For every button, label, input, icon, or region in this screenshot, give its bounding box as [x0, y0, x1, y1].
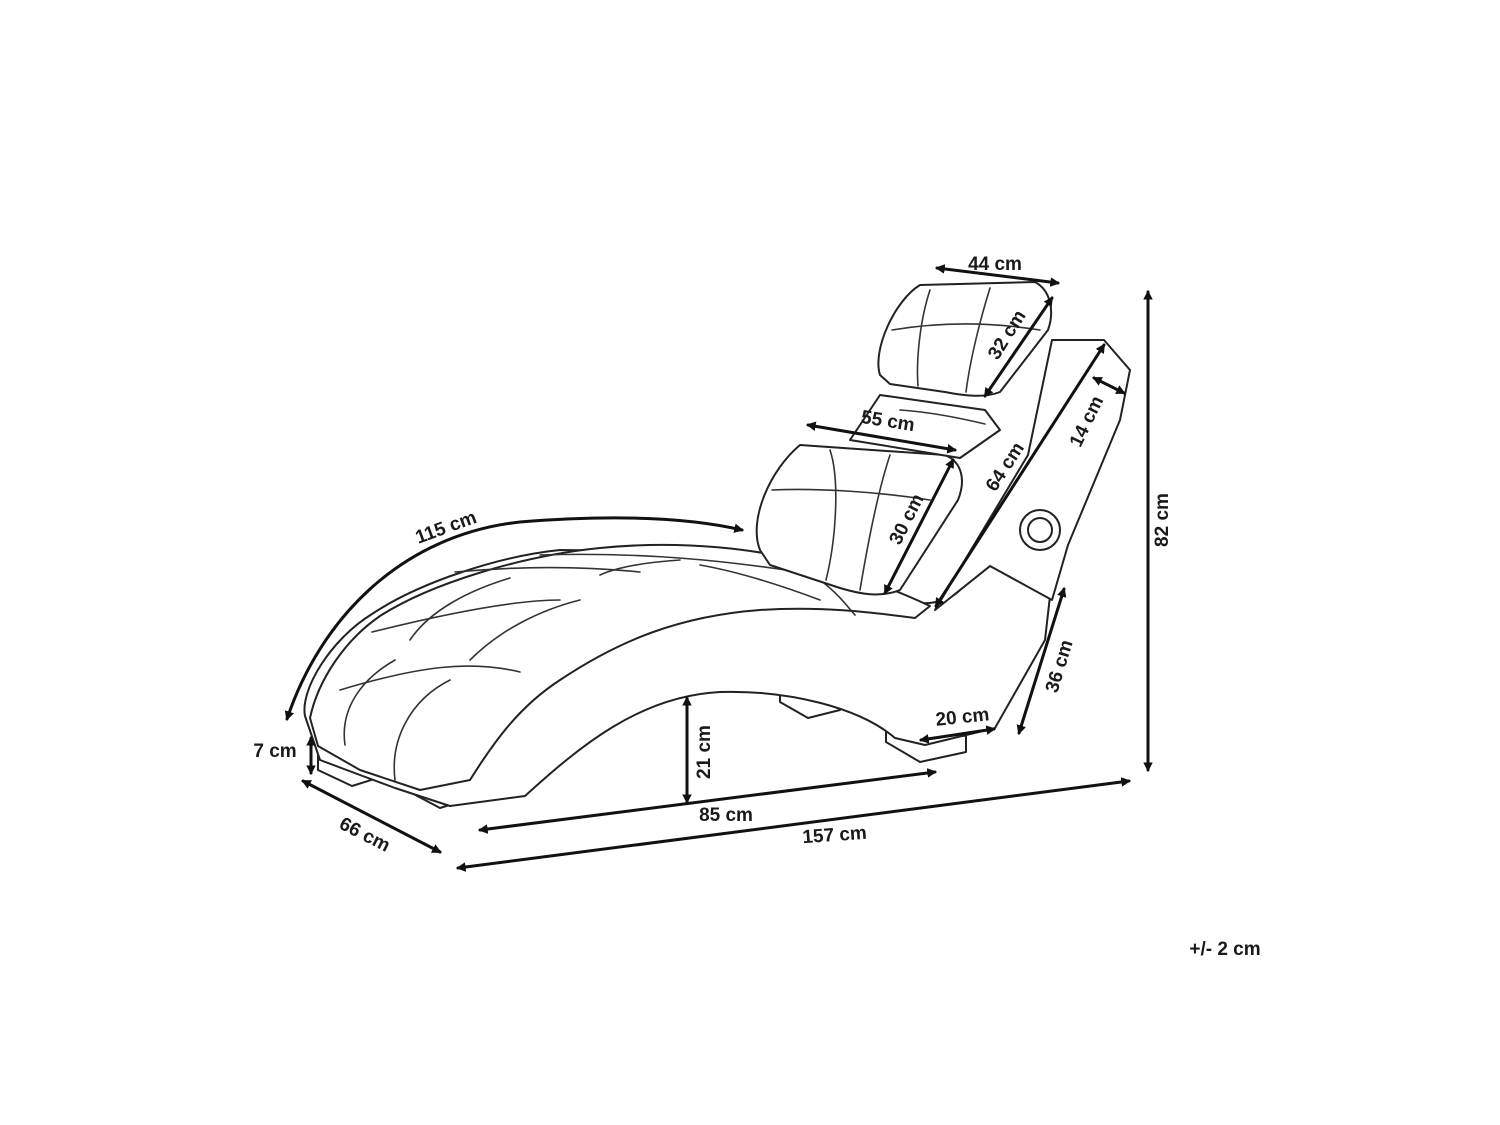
dimension-arrows [284, 264, 1153, 872]
total-depth-label: 66 cm [336, 814, 394, 857]
backrest-length-arrow [934, 343, 1106, 608]
pillow-width-arrow [806, 421, 957, 454]
seat-curve-arrow [284, 516, 744, 721]
total-length-arrow [456, 777, 1131, 872]
headrest-width-arrow [935, 264, 1060, 287]
base-length-label: 85 cm [699, 805, 753, 826]
speaker-ring-inner [1027, 517, 1053, 543]
total-length-label: 157 cm [802, 823, 868, 848]
seat-curve-label: 115 cm [413, 507, 480, 548]
armrest-width-arrow [1092, 376, 1126, 395]
tolerance-label: +/- 2 cm [1189, 939, 1260, 960]
side-height-arrow [1016, 587, 1067, 735]
total-depth-arrow [301, 779, 442, 854]
headrest-seam [916, 289, 931, 387]
total-height-label: 82 cm [1152, 493, 1173, 547]
pillow-seam [825, 449, 837, 581]
leg-height-label: 7 cm [253, 741, 296, 762]
clearance-height-label: 21 cm [694, 725, 715, 779]
headrest-width-label: 44 cm [968, 254, 1022, 275]
base-width-arrow [919, 725, 996, 744]
